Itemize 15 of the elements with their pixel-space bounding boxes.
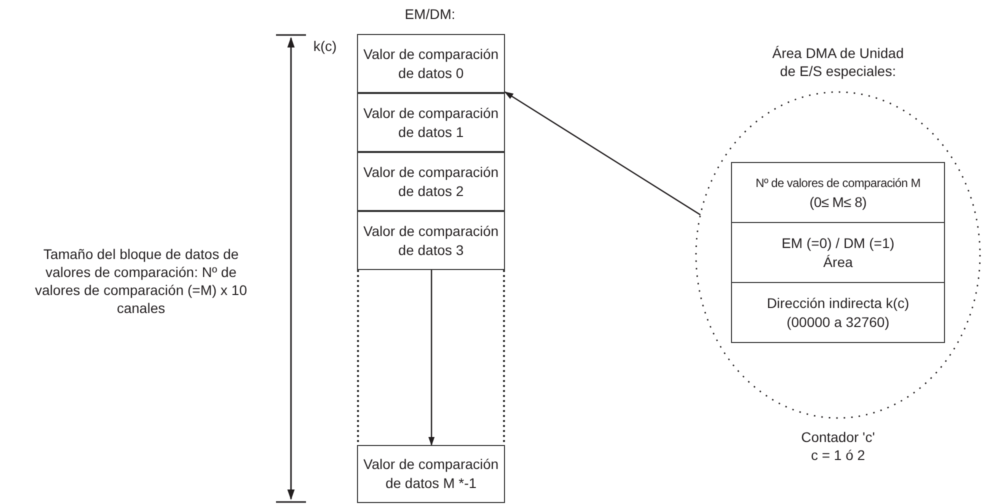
memory-cell: Valor de comparación de datos 0: [357, 34, 505, 93]
arrow: [428, 270, 435, 446]
memory-cell: Valor de comparación de datos 1: [357, 93, 505, 152]
column-heading: EM/DM:: [404, 5, 456, 23]
memory-cell: Dirección indirecta k(c) (00000 a 32760): [731, 282, 945, 343]
arrow: [504, 91, 701, 216]
memory-cell: Valor de comparación de datos M *-1: [357, 445, 505, 503]
address-label: k(c): [312, 37, 338, 55]
memory-cell: EM (=0) / DM (=1) Área: [731, 222, 945, 283]
memory-cell: Valor de comparación de datos 3: [357, 211, 505, 270]
circle-caption: Contador 'c' c = 1 ó 2: [800, 428, 876, 464]
memory-cell: Nº de valores de comparación M (0≤ M≤ 8): [731, 162, 945, 223]
circle-heading: Área DMA de Unidad de E/S especiales:: [771, 44, 905, 80]
block-size-note: Tamaño del bloque de datos de valores de comparación: Nº de valores de comparación (=M) x 10 canales: [34, 245, 248, 317]
memory-cell: Valor de comparación de datos 2: [357, 152, 505, 211]
